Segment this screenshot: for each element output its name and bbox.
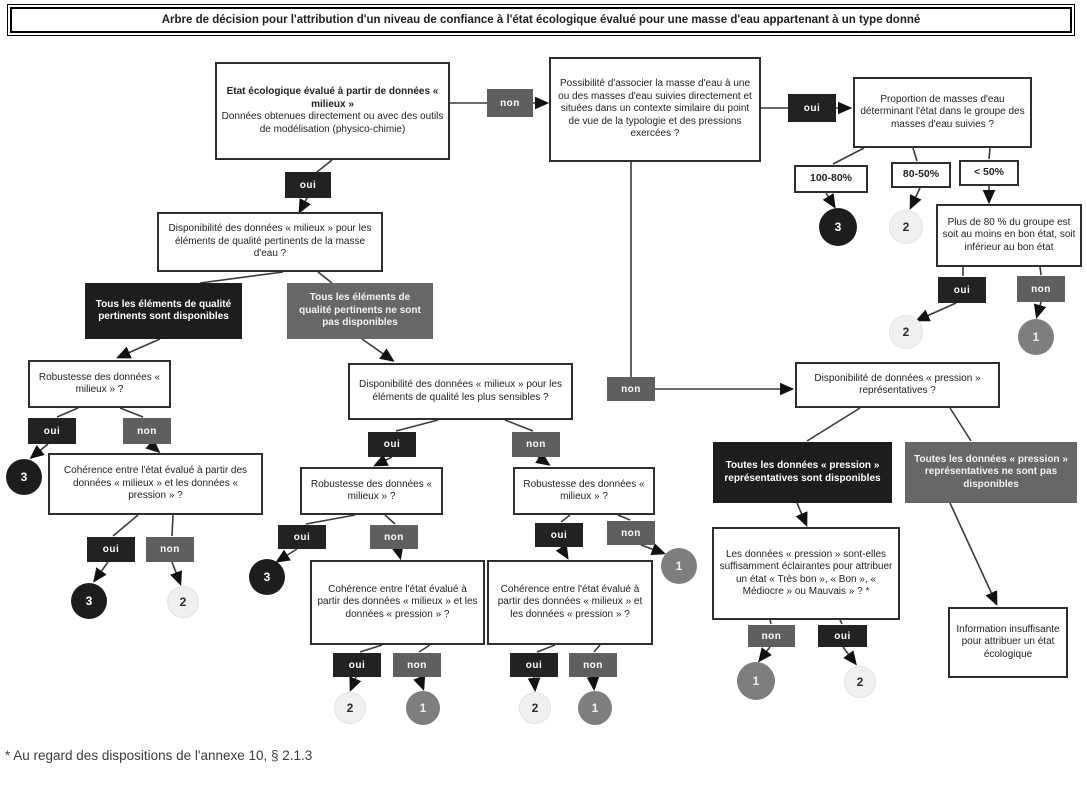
- node-proportion-masses: Proportion de masses d'eau déterminant l…: [853, 77, 1032, 148]
- edge-label-oui: oui: [938, 277, 986, 303]
- edge-label-non: non: [512, 432, 560, 457]
- edge-label-oui: oui: [28, 418, 76, 444]
- node-coherence-3: Cohérence entre l'état évalué à partir d…: [487, 560, 653, 645]
- edge-label-non: non: [370, 525, 418, 549]
- node-coherence-1: Cohérence entre l'état évalué à partir d…: [48, 453, 263, 515]
- node-etat-ecologique-body: Données obtenues directement ou avec des…: [221, 111, 444, 135]
- edge-label-oui: oui: [87, 537, 135, 562]
- edge-label-non: non: [607, 521, 655, 545]
- node-pct-100-80: 100-80%: [794, 165, 868, 193]
- node-tous-non-disponibles: Tous les éléments de qualité pertinents …: [287, 283, 433, 339]
- edge-label-non: non: [146, 537, 194, 562]
- score-circle-2: 2: [889, 315, 923, 349]
- score-circle-1: 1: [737, 662, 775, 700]
- node-pct-80-50: 80-50%: [891, 162, 951, 188]
- node-tous-disponibles: Tous les éléments de qualité pertinents …: [85, 283, 242, 339]
- edge-label-non: non: [123, 418, 171, 444]
- node-etat-ecologique-title: Etat écologique évalué à partir de donné…: [226, 86, 439, 110]
- edge-label-non: non: [487, 89, 533, 117]
- edge-label-non: non: [607, 377, 655, 401]
- node-pct-lt-50: < 50%: [959, 160, 1019, 186]
- node-eclairantes: Les données « pression » sont-elles suff…: [712, 527, 900, 620]
- edge-label-oui: oui: [535, 523, 583, 547]
- score-circle-2: 2: [519, 692, 551, 724]
- node-coherence-2: Cohérence entre l'état évalué à partir d…: [310, 560, 485, 645]
- node-plus-80-groupe: Plus de 80 % du groupe est soit au moins…: [936, 204, 1082, 267]
- node-robustesse-2: Robustesse des données « milieux » ?: [300, 467, 443, 515]
- score-circle-2: 2: [889, 210, 923, 244]
- node-info-insuffisante: Information insuffisante pour attribuer …: [948, 607, 1068, 678]
- score-circle-1: 1: [661, 548, 697, 584]
- score-circle-2: 2: [334, 692, 366, 724]
- footnote: * Au regard des dispositions de l'annexe…: [5, 748, 313, 763]
- edge-label-oui: oui: [278, 525, 326, 549]
- node-robustesse-1: Robustesse des données « milieux » ?: [28, 360, 171, 408]
- edge-label-oui: oui: [788, 94, 836, 122]
- node-pression-disponibles: Toutes les données « pression » représen…: [713, 442, 892, 503]
- edge-label-non: non: [393, 653, 441, 677]
- edge-label-oui: oui: [510, 653, 558, 677]
- node-etat-ecologique: Etat écologique évalué à partir de donné…: [215, 62, 450, 160]
- edge-label-oui: oui: [333, 653, 381, 677]
- node-dispo-pression: Disponibilité de données « pression » re…: [795, 362, 1000, 408]
- edge-label-non: non: [569, 653, 617, 677]
- score-circle-2: 2: [844, 666, 876, 698]
- score-circle-2: 2: [167, 586, 199, 618]
- node-dispo-sensibles: Disponibilité des données « milieux » po…: [348, 363, 573, 420]
- score-circle-1: 1: [406, 691, 440, 725]
- edge-label-oui: oui: [368, 432, 416, 457]
- edge-label-oui: oui: [818, 625, 867, 647]
- score-circle-1: 1: [1018, 319, 1054, 355]
- node-dispo-pertinents: Disponibilité des données « milieux » po…: [157, 212, 383, 272]
- score-circle-3: 3: [249, 559, 285, 595]
- score-circle-3: 3: [819, 208, 857, 246]
- score-circle-3: 3: [71, 583, 107, 619]
- edge-label-oui: oui: [285, 172, 331, 198]
- score-circle-1: 1: [578, 691, 612, 725]
- edge-label-non: non: [748, 625, 795, 647]
- node-robustesse-3: Robustesse des données « milieux » ?: [513, 467, 655, 515]
- score-circle-3: 3: [6, 459, 42, 495]
- node-possibilite-associer: Possibilité d'associer la masse d'eau à …: [549, 57, 761, 162]
- edge-label-non: non: [1017, 276, 1065, 302]
- node-pression-non-disponibles: Toutes les données « pression » représen…: [905, 442, 1077, 503]
- diagram-title: Arbre de décision pour l'attribution d'u…: [7, 4, 1075, 36]
